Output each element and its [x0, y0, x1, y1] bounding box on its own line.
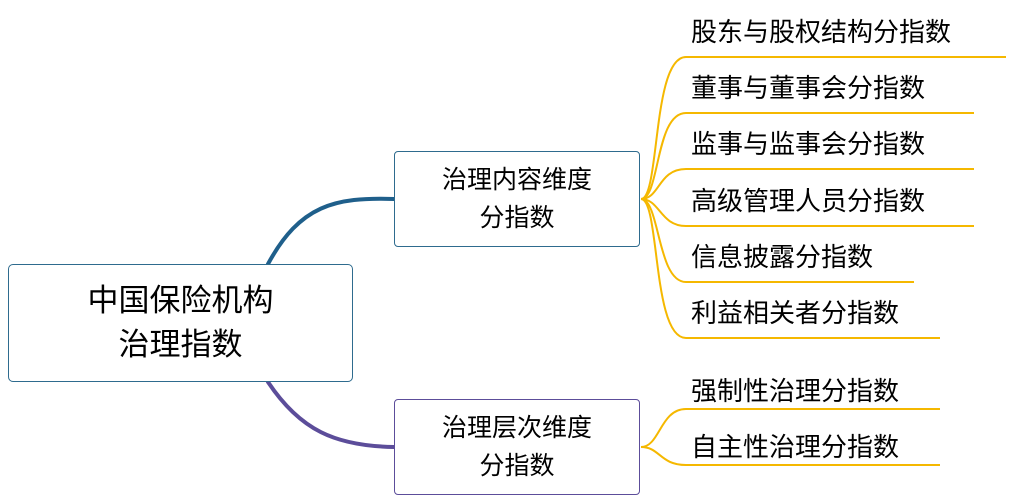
- leaf-link-8: [640, 446, 940, 466]
- root-node: 中国保险机构 治理指数: [8, 264, 353, 382]
- leaf-stakeholders: 利益相关者分指数: [691, 299, 900, 329]
- root-to-level-dimension-link: [266, 380, 396, 449]
- level-dimension-node: 治理层次维度 分指数: [394, 399, 640, 495]
- content-dimension-node: 治理内容维度 分指数: [394, 151, 640, 247]
- content-dimension-line2: 分指数: [479, 203, 555, 232]
- leaf-link-4: [640, 198, 974, 227]
- leaf-link-1: [640, 56, 1006, 200]
- level-dimension-line2: 分指数: [479, 451, 555, 480]
- leaf-voluntary-governance: 自主性治理分指数: [691, 433, 900, 463]
- leaf-link-6: [640, 198, 940, 339]
- content-dimension-line1: 治理内容维度: [441, 165, 592, 194]
- leaf-board-of-supervisors: 监事与监事会分指数: [691, 130, 926, 160]
- leaf-link-7: [640, 408, 940, 448]
- leaf-mandatory-governance: 强制性治理分指数: [691, 377, 900, 407]
- level-dimension-line1: 治理层次维度: [441, 413, 592, 442]
- leaf-senior-management: 高级管理人员分指数: [691, 187, 926, 217]
- leaf-link-5: [640, 198, 914, 283]
- leaf-link-3: [640, 168, 974, 200]
- leaf-information-disclosure: 信息披露分指数: [691, 243, 874, 273]
- leaf-board-of-directors: 董事与董事会分指数: [691, 74, 926, 104]
- root-to-content-dimension-link: [266, 196, 396, 266]
- root-title-line2: 治理指数: [118, 327, 243, 363]
- leaf-shareholder-equity: 股东与股权结构分指数: [691, 18, 952, 48]
- leaf-link-2: [640, 112, 974, 200]
- root-title-line1: 中国保险机构: [87, 283, 274, 319]
